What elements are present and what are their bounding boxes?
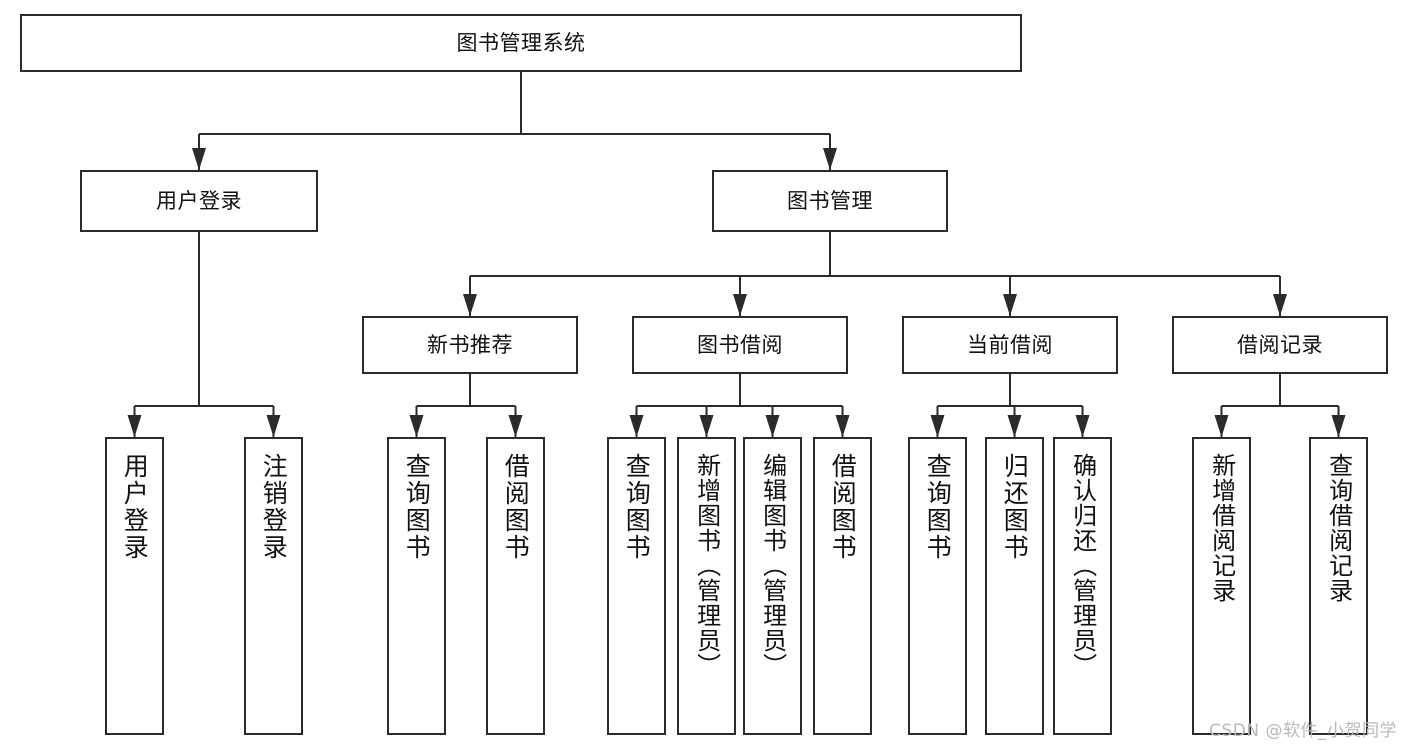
node-label: 编辑图书（管理员） — [758, 453, 787, 678]
node-leaf-query-book-2: 查询图书 — [607, 437, 666, 735]
node-label: 图书借阅 — [697, 332, 783, 357]
connector-arrowhead — [699, 415, 714, 437]
connector-arrowhead — [1007, 415, 1022, 437]
connector-arrowhead — [835, 415, 850, 437]
node-leaf-user-logout: 注销登录 — [244, 437, 303, 735]
node-label: 图书管理 — [787, 188, 873, 213]
connector-arrowhead — [1075, 415, 1090, 437]
node-current-borrow: 当前借阅 — [902, 316, 1118, 374]
node-leaf-query-book-1: 查询图书 — [387, 437, 446, 735]
node-borrow-record: 借阅记录 — [1172, 316, 1388, 374]
node-label: 图书管理系统 — [456, 30, 586, 55]
node-label: 借阅图书 — [828, 453, 858, 561]
node-book-manage: 图书管理 — [712, 170, 948, 232]
node-leaf-confirm-return: 确认归还（管理员） — [1053, 437, 1112, 735]
connector-arrowhead — [127, 415, 142, 437]
node-label: 新增借阅记录 — [1207, 453, 1236, 603]
node-user-login: 用户登录 — [80, 170, 318, 232]
node-leaf-add-record: 新增借阅记录 — [1192, 437, 1251, 735]
node-label: 查询图书 — [402, 453, 432, 561]
node-leaf-borrow-book-1: 借阅图书 — [486, 437, 545, 735]
connector-arrowhead — [629, 415, 644, 437]
node-label: 新书推荐 — [427, 332, 513, 357]
node-book-borrow: 图书借阅 — [632, 316, 848, 374]
node-leaf-query-book-3: 查询图书 — [908, 437, 967, 735]
node-label: 查询借阅记录 — [1324, 453, 1353, 603]
node-label: 查询图书 — [923, 453, 953, 561]
node-label: 注销登录 — [259, 453, 289, 561]
node-label: 借阅图书 — [501, 453, 531, 561]
connector-arrowhead — [1003, 294, 1017, 316]
connector-arrowhead — [192, 148, 206, 170]
connector-arrowhead — [733, 294, 747, 316]
node-leaf-user-login: 用户登录 — [105, 437, 164, 735]
connector-arrowhead — [823, 148, 837, 170]
node-root: 图书管理系统 — [20, 14, 1022, 72]
connector-arrowhead — [508, 415, 523, 437]
connector-arrowhead — [1273, 294, 1287, 316]
connector-arrowhead — [765, 415, 780, 437]
node-label: 用户登录 — [120, 453, 150, 561]
connector-arrowhead — [463, 294, 477, 316]
node-leaf-return-book: 归还图书 — [985, 437, 1044, 735]
node-leaf-add-book: 新增图书（管理员） — [677, 437, 736, 735]
connector-arrowhead — [1331, 415, 1346, 437]
connector-arrowhead — [930, 415, 945, 437]
connector-arrowhead — [409, 415, 424, 437]
node-label: 新增图书（管理员） — [692, 453, 721, 678]
node-label: 借阅记录 — [1237, 332, 1323, 357]
connector-arrowhead — [1214, 415, 1229, 437]
node-label: 确认归还（管理员） — [1068, 453, 1097, 678]
connector-arrowhead — [266, 415, 281, 437]
node-leaf-borrow-book-2: 借阅图书 — [813, 437, 872, 735]
node-label: 归还图书 — [1000, 453, 1030, 561]
node-leaf-query-record: 查询借阅记录 — [1309, 437, 1368, 735]
node-leaf-edit-book: 编辑图书（管理员） — [743, 437, 802, 735]
node-label: 查询图书 — [622, 453, 652, 561]
node-label: 当前借阅 — [967, 332, 1053, 357]
node-label: 用户登录 — [156, 188, 242, 213]
node-new-book-rec: 新书推荐 — [362, 316, 578, 374]
